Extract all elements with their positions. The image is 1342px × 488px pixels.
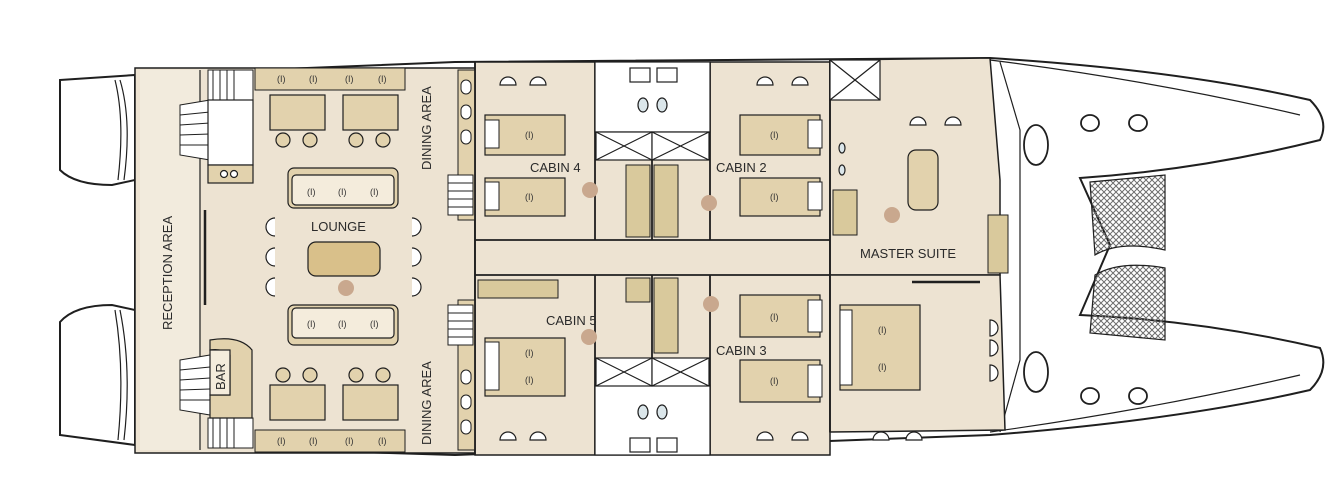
svg-text:(I): (I) <box>345 74 354 84</box>
svg-text:(I): (I) <box>525 130 534 140</box>
bow-portholes <box>1023 114 1148 405</box>
svg-text:(I): (I) <box>525 192 534 202</box>
corridor-stairs <box>447 174 474 346</box>
svg-text:(I): (I) <box>378 74 387 84</box>
svg-text:(I): (I) <box>525 348 534 358</box>
label-bar: BAR <box>213 363 228 390</box>
seat-glyphs: (I) (I) (I) (I) (I) (I) (I) (I) (I) (I) … <box>277 74 887 446</box>
svg-text:DINING AREA: DINING AREA <box>419 86 434 170</box>
stern-bench-bottom <box>254 429 406 453</box>
svg-text:(I): (I) <box>338 319 347 329</box>
hull-lines <box>114 59 1301 441</box>
svg-text:(I): (I) <box>345 436 354 446</box>
service-counter <box>207 99 254 184</box>
lounge-lamp <box>338 280 354 296</box>
wardrobes <box>477 164 1009 354</box>
coffee-table <box>307 241 381 277</box>
svg-text:(I): (I) <box>370 187 379 197</box>
lounge-sofas <box>287 167 399 346</box>
svg-text:(I): (I) <box>277 436 286 446</box>
aft-steps <box>207 69 254 449</box>
svg-text:(I): (I) <box>770 192 779 202</box>
svg-text:(I): (I) <box>370 319 379 329</box>
sanitary-fixtures <box>629 67 846 453</box>
svg-text:(I): (I) <box>309 74 318 84</box>
stern-bench-top <box>254 67 406 91</box>
dining-tables <box>269 94 399 421</box>
svg-text:DINING AREA: DINING AREA <box>419 361 434 445</box>
label-dining-area-bottom: DINING AREA <box>419 361 434 445</box>
svg-text:(I): (I) <box>878 325 887 335</box>
svg-text:(I): (I) <box>878 362 887 372</box>
lounge-chairs <box>265 217 422 297</box>
label-cabin-4: CABIN 4 <box>530 160 581 175</box>
svg-text:(I): (I) <box>307 319 316 329</box>
label-cabin-2: CABIN 2 <box>716 160 767 175</box>
label-lounge: LOUNGE <box>311 219 366 234</box>
svg-text:(I): (I) <box>770 130 779 140</box>
svg-text:(I): (I) <box>770 312 779 322</box>
label-reception-area: RECEPTION AREA <box>160 216 175 330</box>
svg-text:(I): (I) <box>525 375 534 385</box>
svg-text:(I): (I) <box>378 436 387 446</box>
svg-text:(I): (I) <box>307 187 316 197</box>
svg-text:(I): (I) <box>277 74 286 84</box>
label-cabin-3: CABIN 3 <box>716 343 767 358</box>
bar-counter <box>209 338 253 419</box>
svg-text:BAR: BAR <box>213 363 228 390</box>
svg-text:(I): (I) <box>338 187 347 197</box>
cabin-chairs <box>499 76 999 441</box>
dining-chairs <box>275 132 391 383</box>
svg-text:(I): (I) <box>770 376 779 386</box>
label-dining-area-top: DINING AREA <box>419 86 434 170</box>
svg-text:(I): (I) <box>309 436 318 446</box>
svg-text:RECEPTION AREA: RECEPTION AREA <box>160 216 175 330</box>
stern-stairs <box>179 99 211 416</box>
label-cabin-5: CABIN 5 <box>546 313 597 328</box>
bathrooms <box>594 59 881 456</box>
bow-nets <box>1089 174 1166 341</box>
pillows <box>484 119 853 398</box>
cabin-lamps <box>581 182 900 345</box>
label-master-suite: MASTER SUITE <box>860 246 956 261</box>
